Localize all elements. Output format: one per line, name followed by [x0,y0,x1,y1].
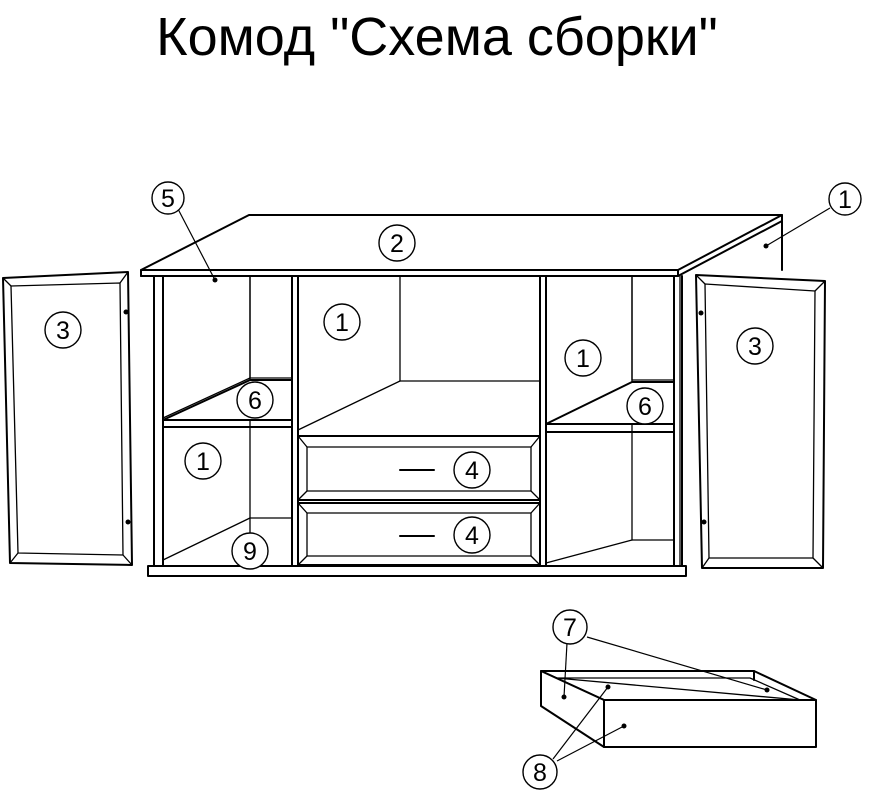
callout-4-upper-drawer: 4 [453,451,491,489]
callout-3-right-door: 3 [736,327,774,365]
callout-label: 3 [748,333,762,361]
callout-1-left-side: 1 [184,442,222,480]
callout-4-lower-drawer: 4 [453,516,491,554]
callout-label: 5 [161,185,175,213]
callout-label: 7 [563,614,577,642]
callout-label: 1 [576,345,590,373]
callout-9-bottom-panel: 9 [231,532,269,570]
callout-6-left-shelf: 6 [236,381,274,419]
callout-label: 4 [465,522,479,550]
drawer-box [540,670,817,748]
left-door [2,271,133,566]
callout-label: 6 [248,387,262,415]
callout-label: 2 [390,230,404,258]
callout-3-left-door: 3 [44,311,82,349]
callout-label: 8 [533,759,547,787]
callout-label: 1 [335,309,349,337]
callout-5: 5 [151,181,185,215]
callout-1-center-partition: 1 [323,303,361,341]
callout-6-right-shelf: 6 [626,387,664,425]
callout-8-drawer-front: 8 [522,754,558,790]
right-door [695,274,826,569]
callout-label: 9 [243,538,257,566]
leader-lines [177,207,831,762]
callout-1-right-panel: 1 [828,182,862,216]
diagram-title: Комод "Схема сборки" [156,7,718,67]
callout-7-drawer-side: 7 [552,609,588,645]
callout-label: 1 [838,186,852,214]
callout-label: 4 [465,457,479,485]
callout-label: 3 [56,317,70,345]
callout-2-top-panel: 2 [378,224,416,262]
callout-1-right-partition: 1 [564,339,602,377]
callout-label: 6 [638,393,652,421]
callout-label: 1 [196,448,210,476]
